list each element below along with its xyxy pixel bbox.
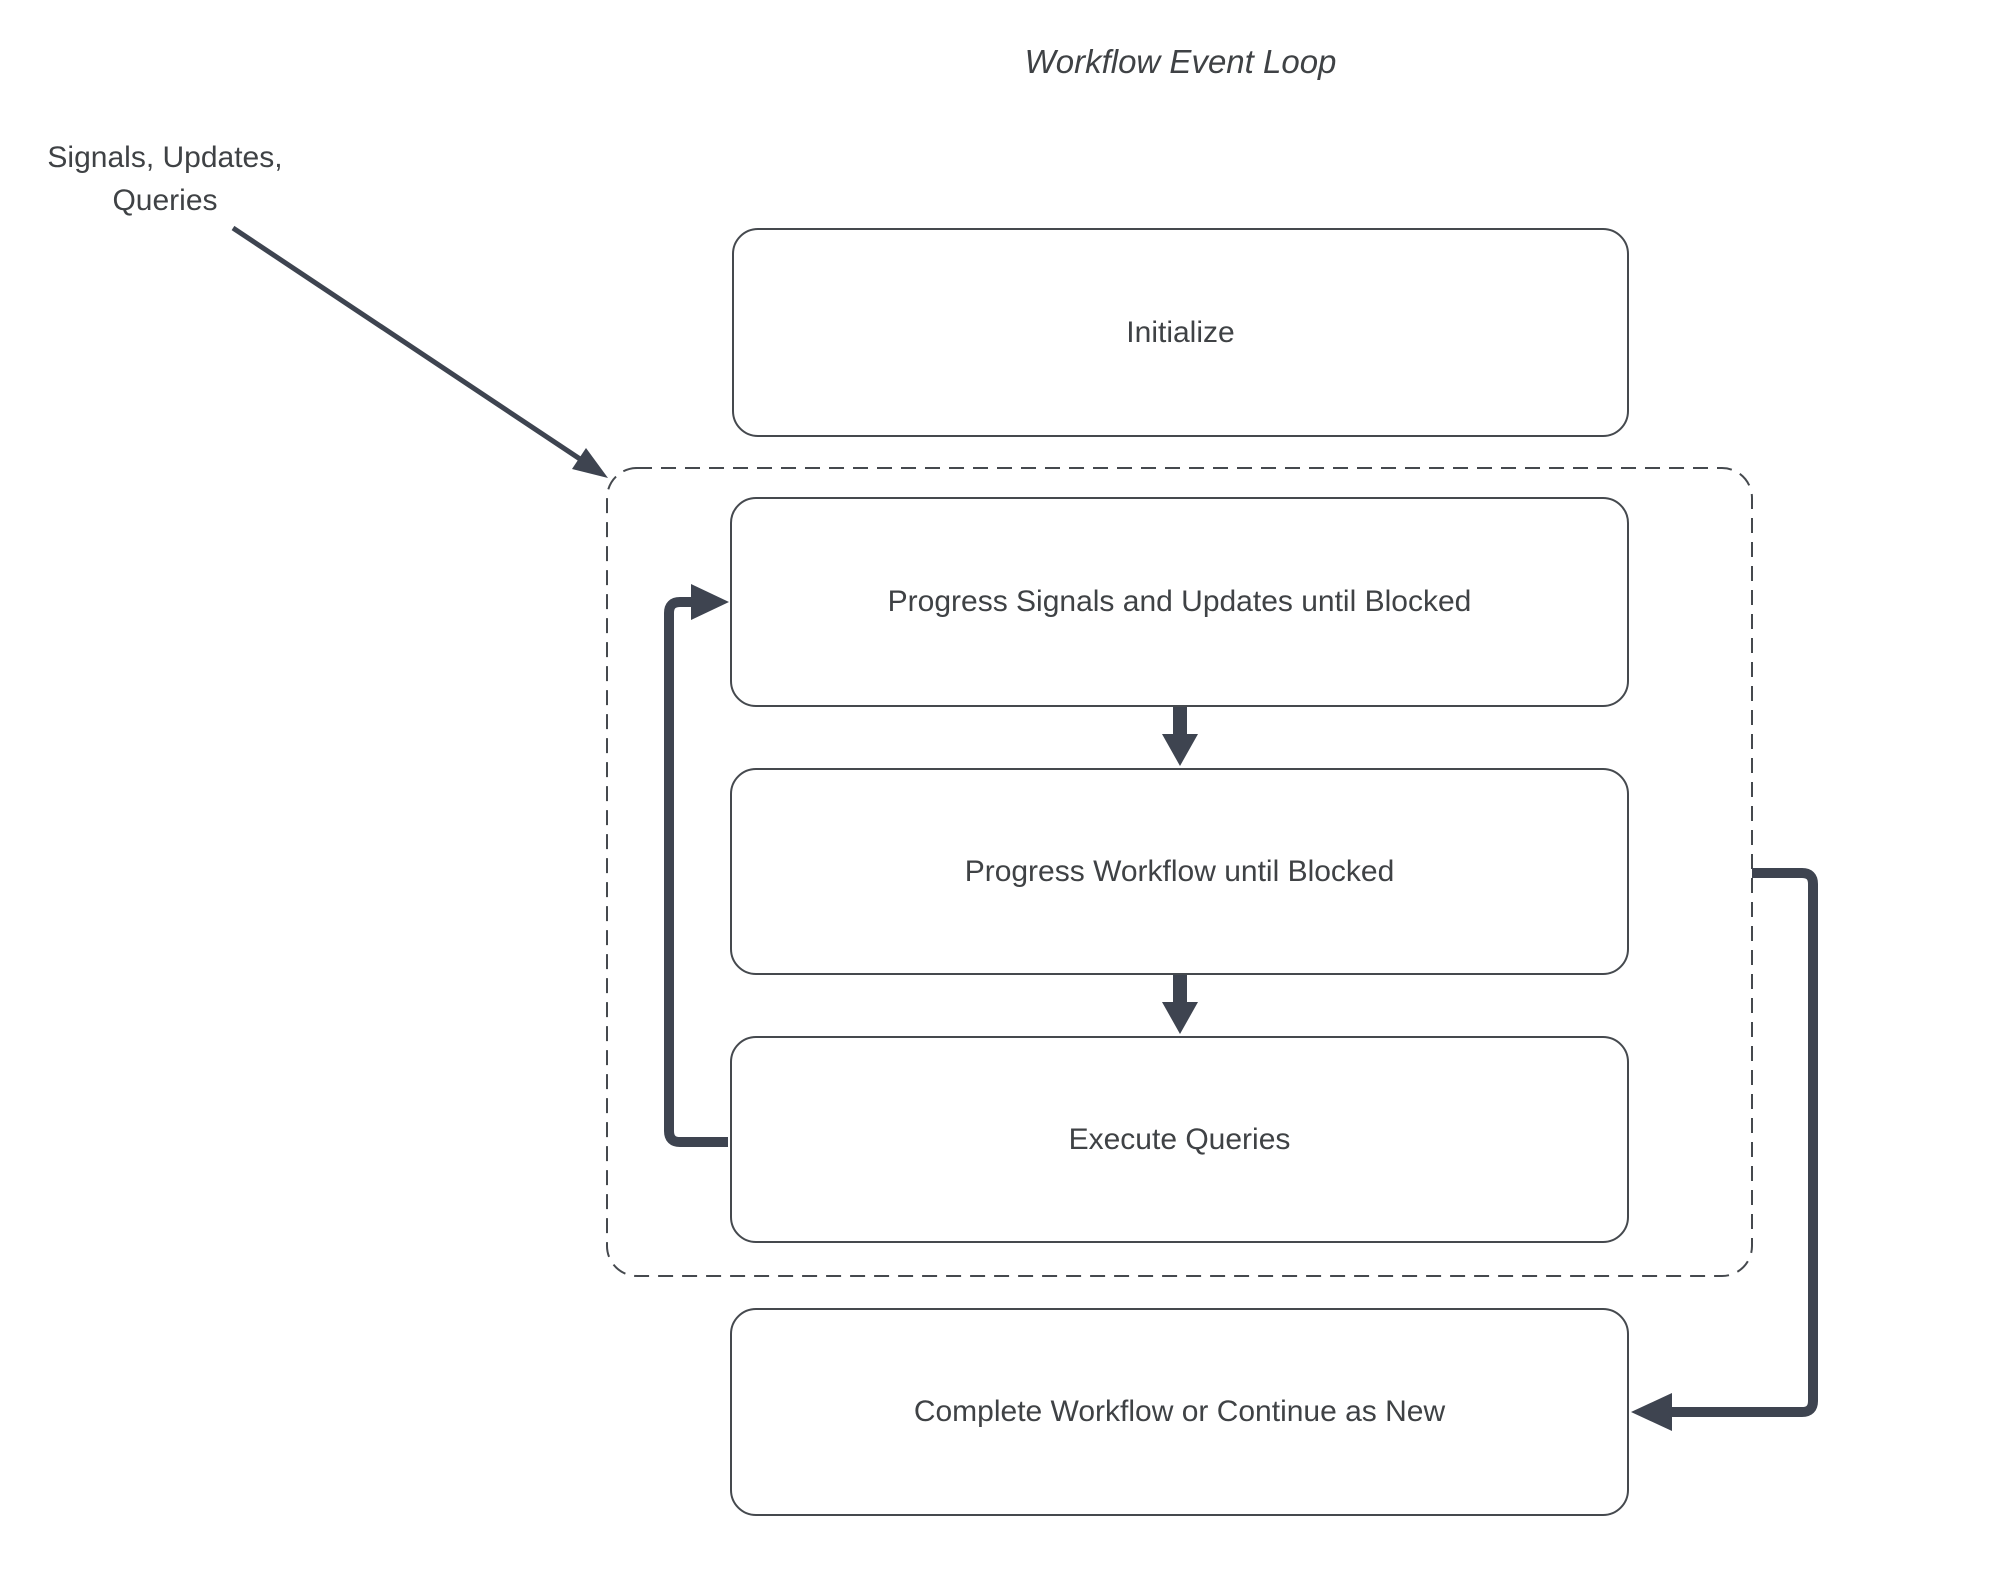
- node-initialize-label: Initialize: [1126, 315, 1235, 349]
- down-arrow-2-head-icon: [1162, 1002, 1198, 1034]
- signals-label-line1: Signals, Updates,: [47, 141, 283, 174]
- node-complete-workflow-label: Complete Workflow or Continue as New: [913, 1395, 1446, 1428]
- node-progress-signals: Progress Signals and Updates until Block…: [730, 497, 1629, 707]
- node-initialize: Initialize: [732, 228, 1629, 437]
- feedback-connector-line: [1670, 868, 1818, 1417]
- loop-connector: [664, 584, 729, 1147]
- diagram-title: Workflow Event Loop: [1024, 43, 1337, 80]
- node-progress-signals-label: Progress Signals and Updates until Block…: [887, 585, 1472, 618]
- event-loop-boundary: [606, 467, 1753, 1277]
- node-progress-workflow-label: Progress Workflow until Blocked: [964, 854, 1395, 888]
- signals-label-line2: Queries: [112, 184, 218, 217]
- node-progress-workflow: Progress Workflow until Blocked: [730, 768, 1629, 975]
- signals-updates-queries-label: Signals, Updates, Queries: [20, 136, 310, 222]
- node-execute-queries: Execute Queries: [730, 1036, 1629, 1243]
- feedback-connector: [1631, 868, 1818, 1431]
- down-arrow-1-head-icon: [1162, 734, 1198, 766]
- down-arrow-1: [1162, 707, 1198, 766]
- feedback-arrowhead-icon: [1631, 1393, 1672, 1431]
- loop-arrowhead-icon: [691, 584, 729, 620]
- node-complete-workflow: Complete Workflow or Continue as New: [730, 1308, 1629, 1516]
- down-arrow-2: [1162, 975, 1198, 1034]
- signals-arrow: [231, 225, 608, 478]
- signals-arrow-line: [231, 225, 585, 464]
- node-execute-queries-label: Execute Queries: [1068, 1122, 1291, 1156]
- loop-connector-line: [664, 597, 728, 1147]
- signals-arrowhead-icon: [572, 448, 608, 478]
